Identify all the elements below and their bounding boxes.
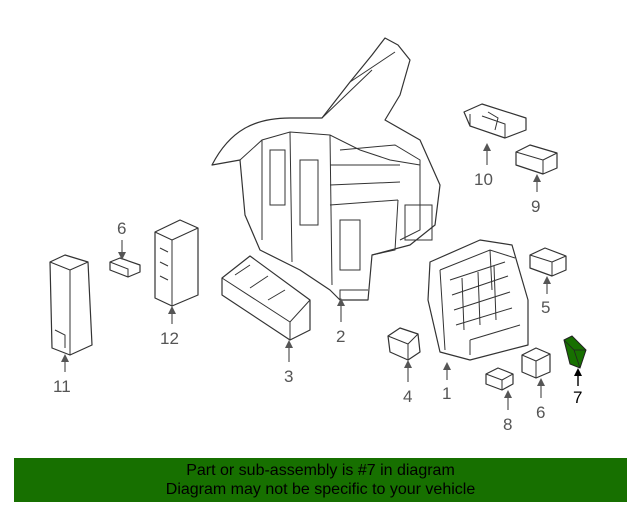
- part-2-bracket[interactable]: [211, 37, 441, 301]
- label-part-8: 8: [503, 415, 512, 434]
- label-part-10: 10: [474, 170, 493, 189]
- part-12-module[interactable]: [154, 219, 199, 307]
- label-part-12: 12: [160, 329, 179, 348]
- part-9-relay[interactable]: [515, 144, 558, 175]
- label-part-2: 2: [336, 327, 345, 346]
- label-part-6-right: 6: [536, 403, 545, 422]
- label-part-5: 5: [541, 298, 550, 317]
- label-part-3: 3: [284, 367, 293, 386]
- label-part-4: 4: [403, 387, 412, 406]
- label-part-7: 7: [573, 388, 582, 407]
- part-11-cover[interactable]: [49, 254, 93, 356]
- label-part-11: 11: [53, 377, 71, 396]
- part-5-relay[interactable]: [529, 247, 567, 277]
- part-8-connector[interactable]: [485, 367, 514, 391]
- label-part-9: 9: [531, 197, 540, 216]
- leader-arrows: [61, 143, 582, 410]
- banner-line-2: Diagram may not be specific to your vehi…: [165, 481, 476, 498]
- info-banner: Part or sub-assembly is #7 in diagram Di…: [14, 458, 627, 502]
- part-4-clip[interactable]: [387, 327, 421, 361]
- part-6-fuse-left[interactable]: [109, 257, 141, 278]
- label-part-1: 1: [442, 384, 451, 403]
- part-10-relay-holder[interactable]: [463, 103, 527, 139]
- part-1-junction-box[interactable]: [427, 239, 529, 361]
- banner-line-1: Part or sub-assembly is #7 in diagram: [186, 462, 455, 479]
- parts-diagram: 10 9 5 1 2 3 12 6 11 4 6 8 7: [49, 37, 587, 434]
- label-part-6-left: 6: [117, 219, 126, 238]
- part-7-highlighted[interactable]: [563, 335, 587, 369]
- part-3-cover-bracket[interactable]: [221, 255, 311, 341]
- part-6-fuse-right[interactable]: [521, 347, 551, 379]
